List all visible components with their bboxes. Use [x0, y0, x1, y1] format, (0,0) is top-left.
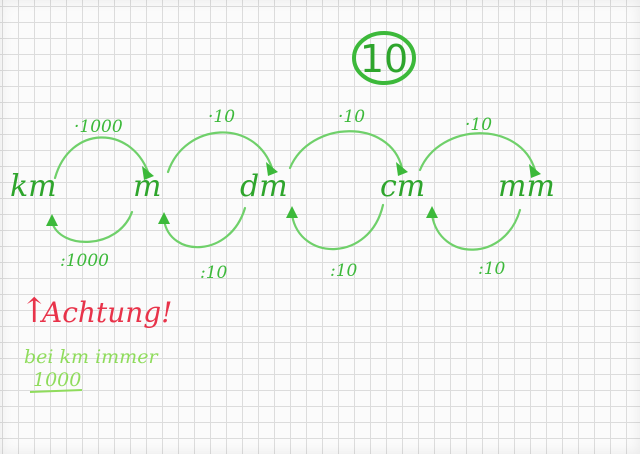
- warning-note-line1: bei km immer: [24, 346, 159, 368]
- divide-label-mm-cm: :10: [478, 259, 506, 279]
- divide-arrow-m-km: [50, 210, 134, 243]
- unit-m: m: [133, 169, 161, 204]
- arrowhead-down-dm: [266, 162, 278, 176]
- warning-note: ↑ Achtung! bei km immer 1000: [20, 291, 172, 393]
- multiply-label-dm-cm: ·10: [338, 107, 365, 127]
- divide-label-m-km: :1000: [60, 251, 109, 271]
- divide-arrow-mm-cm: [430, 208, 522, 251]
- warning-note-line2: 1000: [33, 369, 81, 391]
- multiply-label-km-m: ·1000: [74, 117, 123, 137]
- divide-arrow-cm-dm: [290, 203, 385, 251]
- multiply-label-cm-mm: ·10: [465, 115, 492, 135]
- arrowhead-up-dm: [286, 206, 298, 218]
- unit-dm: dm: [240, 169, 288, 204]
- arrowhead-up-km: [46, 214, 58, 226]
- divide-label-dm-m: :10: [200, 263, 228, 283]
- warning-title: Achtung!: [39, 296, 172, 329]
- arrowhead-down-mm: [529, 164, 541, 178]
- multiply-arrow-km-m: [53, 136, 150, 180]
- unit-mm: mm: [498, 169, 555, 204]
- arrowhead-up-m: [158, 212, 170, 224]
- divide-label-cm-dm: :10: [330, 261, 358, 281]
- arrowhead-up-cm: [426, 206, 438, 218]
- arrowhead-down-cm: [396, 162, 408, 176]
- unit-cm: cm: [380, 169, 425, 204]
- multiply-arrow-cm-mm: [418, 132, 537, 172]
- multiply-arrow-dm-cm: [288, 130, 404, 170]
- page-number-badge: 10: [352, 31, 416, 85]
- multiply-label-m-dm: ·10: [208, 107, 235, 127]
- warning-underline: [29, 389, 83, 393]
- warning-arrow: ↑: [20, 291, 49, 331]
- divide-arrow-dm-m: [162, 206, 247, 249]
- unit-km: km: [10, 169, 57, 204]
- page-number-circle: [352, 31, 416, 85]
- page-number: 10: [360, 37, 408, 81]
- arrowhead-down-m: [142, 166, 154, 180]
- multiply-arrow-m-dm: [166, 131, 274, 174]
